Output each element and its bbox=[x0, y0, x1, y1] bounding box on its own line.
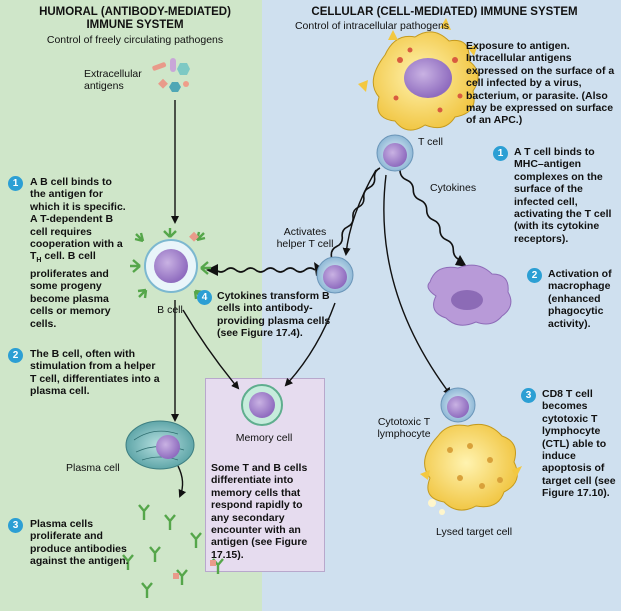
step-3-badge-humoral: 3 bbox=[8, 518, 23, 533]
step-3-badge-cellular: 3 bbox=[521, 388, 536, 403]
lysed-target-cell-icon bbox=[420, 423, 522, 515]
infected-cell-icon bbox=[358, 18, 479, 131]
t-cell-icon bbox=[376, 134, 414, 172]
antibodies-icon bbox=[122, 504, 224, 598]
plasma-cell-label: Plasma cell bbox=[66, 462, 120, 474]
step-1-badge-humoral: 1 bbox=[8, 176, 23, 191]
cellular-subtitle: Control of intracellular pathogens bbox=[294, 20, 450, 32]
memory-cell-icon bbox=[241, 384, 283, 426]
humoral-step-3-text: Plasma cells proliferate and produce ant… bbox=[30, 518, 129, 568]
exposure-text: Exposure to antigen. Intracellular antig… bbox=[466, 40, 615, 127]
memory-cell-text: Some T and B cells differentiate into me… bbox=[211, 462, 308, 561]
humoral-title-line1: HUMORAL (ANTIBODY-MEDIATED) bbox=[39, 6, 231, 18]
extracellular-antigens-icon bbox=[152, 58, 190, 92]
cytotoxic-label: Cytotoxic T lymphocyte bbox=[377, 416, 431, 440]
cellular-step-1-text: A T cell binds to MHC–antigen complexes … bbox=[514, 146, 612, 245]
cytokine-to-helper-arrow bbox=[325, 167, 381, 267]
b-cell-label: B cell bbox=[157, 304, 183, 316]
step-2-badge-humoral: 2 bbox=[8, 348, 23, 363]
step-1-badge-cellular: 1 bbox=[493, 146, 508, 161]
step-4-text: Cytokines transform B cells into antibod… bbox=[217, 290, 331, 340]
humoral-step-1-main: A B cell binds to the antigen for which … bbox=[30, 176, 126, 263]
b-cell-to-memory-arrow bbox=[182, 309, 240, 390]
cellular-title: CELLULAR (CELL-MEDIATED) IMMUNE SYSTEM bbox=[311, 6, 578, 18]
humoral-step-2-text: The B cell, often with stimulation from … bbox=[30, 348, 160, 398]
humoral-step-1-subscript: H bbox=[36, 257, 42, 265]
cellular-step-2-text: Activation of macrophage (enhanced phago… bbox=[548, 268, 612, 330]
extracellular-antigens-label: Extracellular antigens bbox=[84, 68, 142, 92]
b-cell-icon bbox=[130, 228, 211, 300]
humoral-step-1-text: A B cell binds to the antigen for which … bbox=[30, 176, 126, 330]
macrophage-icon bbox=[427, 264, 512, 326]
humoral-title: HUMORAL (ANTIBODY-MEDIATED) IMMUNE SYSTE… bbox=[10, 6, 260, 32]
cytokine-to-macrophage-arrow bbox=[399, 169, 461, 261]
t-cell-to-helper-arrow bbox=[342, 169, 377, 256]
step-4-badge: 4 bbox=[197, 290, 212, 305]
plasma-to-antibodies-arrow bbox=[177, 465, 187, 498]
cytokines-label: Cytokines bbox=[430, 182, 477, 194]
humoral-step-1-rest: cell. B cell proliferates and some proge… bbox=[30, 250, 111, 330]
t-cell-to-memory-arrow bbox=[284, 302, 336, 387]
cytokine-to-b-cell-arrow bbox=[215, 267, 316, 273]
plasma-cell-icon bbox=[125, 420, 195, 470]
cellular-step-3-text: CD8 T cell becomes cytotoxic T lymphocyt… bbox=[542, 388, 616, 500]
humoral-title-line2: IMMUNE SYSTEM bbox=[86, 19, 184, 31]
helper-t-cell-icon bbox=[316, 256, 354, 294]
memory-cell-label: Memory cell bbox=[235, 432, 293, 444]
activates-helper-label: Activates helper T cell bbox=[276, 226, 334, 250]
t-cell-to-ctl-arrow bbox=[383, 174, 452, 396]
t-cell-label: T cell bbox=[418, 136, 443, 148]
step-2-badge-cellular: 2 bbox=[527, 268, 542, 283]
lysed-target-label: Lysed target cell bbox=[436, 526, 513, 538]
cytotoxic-t-lymphocyte-icon bbox=[440, 387, 476, 423]
humoral-subtitle: Control of freely circulating pathogens bbox=[46, 34, 224, 46]
